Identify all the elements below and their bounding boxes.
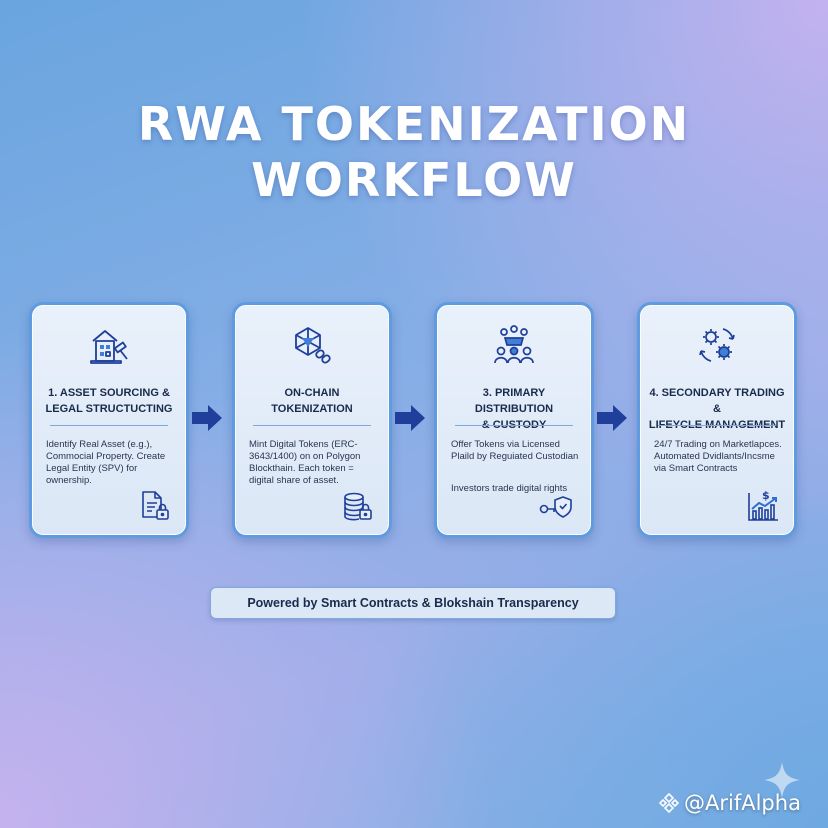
card-description: Offer Tokens via Licensed Plaild by Regu… [451,439,579,462]
workflow-step-3: 3. PRIMARY DISTRIBUTION & CUSTODY Offer … [434,302,594,538]
binance-logo-icon [658,792,680,814]
blockchain-gem-icon [295,327,331,364]
workflow-step-1: 1. ASSET SOURCING & LEGAL STRUCTUCTING I… [29,302,189,538]
watermark-handle: @ArifAlpha [684,791,801,815]
workflow-step-4: 4. SECONDARY TRADING & LIFEYCLE MANAGEME… [637,302,797,538]
arrow-right-icon [192,405,222,431]
card-title: ON-CHAIN TOKENIZATION [271,387,353,415]
arrow-right-icon [597,405,627,431]
card-divider [455,425,573,426]
coin-stack-lock-icon [344,492,372,521]
sparkle-icon [764,762,800,798]
footer-banner: Powered by Smart Contracts & Blokshain T… [210,587,616,619]
gears-cycle-icon [699,328,735,362]
svg-text:$: $ [762,489,770,502]
card-divider [658,425,776,426]
workflow-step-2: ON-CHAIN TOKENIZATION Mint Digital Token… [232,302,392,538]
card-description-2: Investors trade digital rights [451,483,568,494]
document-lock-icon [142,491,169,520]
key-shield-icon [539,496,572,518]
page-title: RWA TOKENIZATION WORKFLOW [0,96,828,208]
card-divider [253,425,371,426]
title-line-2: WORKFLOW [251,153,577,207]
card-description: Identify Real Asset (e.g.), Commocial Pr… [46,439,166,486]
arrow-right-icon [395,405,425,431]
investors-group-icon [494,325,534,364]
card-divider [50,425,168,426]
card-description: Mint Digital Tokens (ERC-3643/1400) on o… [249,439,361,486]
watermark: @ArifAlpha [658,790,801,816]
building-gavel-icon [90,330,128,364]
dollar-growth-chart-icon: $ [748,489,778,521]
title-line-1: RWA TOKENIZATION [137,97,691,151]
card-title: 1. ASSET SOURCING & LEGAL STRUCTUCTING [45,387,173,415]
card-description: 24/7 Trading on Marketlapces. Automated … [654,439,782,474]
